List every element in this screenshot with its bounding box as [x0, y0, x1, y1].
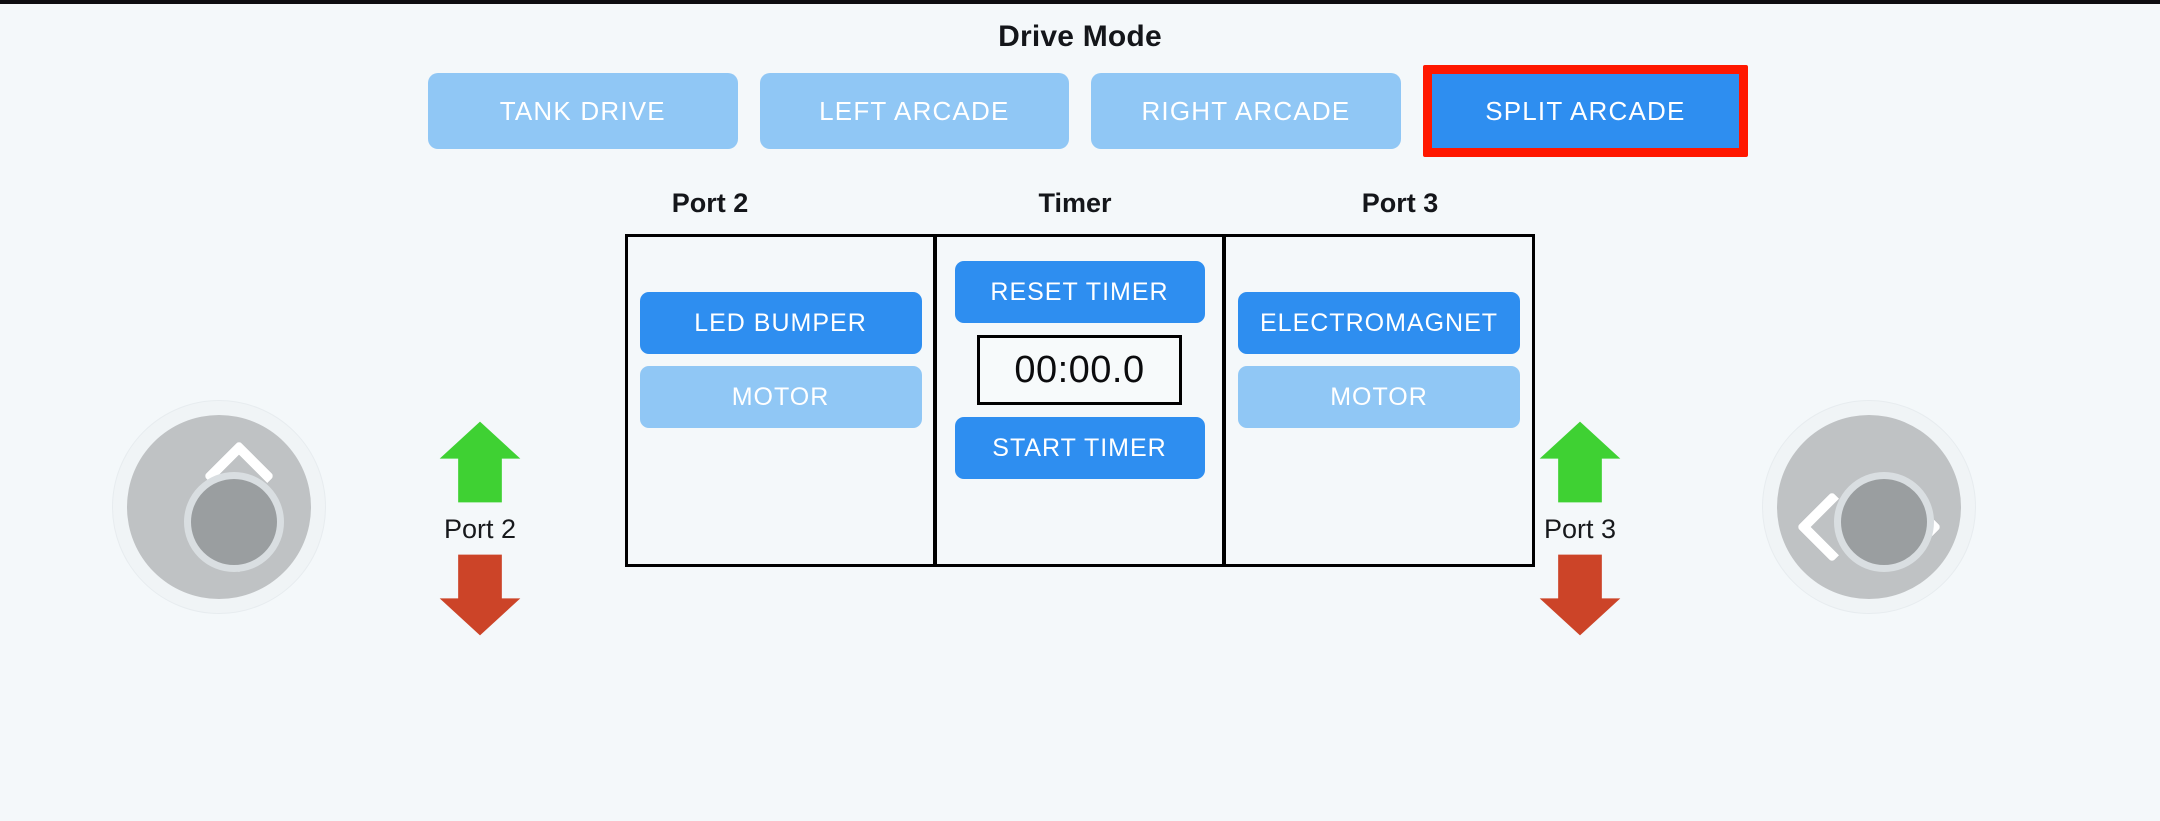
reset-timer-button[interactable]: RESET TIMER: [954, 261, 1205, 323]
arrow-up-icon[interactable]: [1538, 420, 1622, 504]
column-label-port2: Port 2: [671, 188, 749, 218]
drive-mode-tank-drive-button[interactable]: TANK DRIVE: [428, 73, 738, 149]
arrow-up-icon[interactable]: [438, 420, 522, 504]
vertical-joystick[interactable]: [112, 400, 326, 614]
port3-arrow-label: Port 3: [1543, 514, 1617, 544]
panel-column-port2: LED BUMPER MOTOR: [625, 234, 935, 567]
column-label-port3: Port 3: [1361, 188, 1439, 218]
port2-arrow-indicators: Port 2: [400, 420, 560, 637]
column-label-timer: Timer: [1038, 188, 1112, 218]
port3-motor-button[interactable]: MOTOR: [1238, 366, 1520, 428]
drive-mode-button-group: TANK DRIVE LEFT ARCADE RIGHT ARCADE SPLI…: [428, 65, 1748, 157]
panel-column-port3: ELECTROMAGNET MOTOR: [1224, 234, 1535, 567]
top-edge-strip: [0, 0, 2160, 4]
port2-motor-button[interactable]: MOTOR: [639, 366, 922, 428]
panel-column-timer: RESET TIMER 00:00.0 START TIMER: [935, 234, 1224, 567]
start-timer-button[interactable]: START TIMER: [954, 417, 1205, 479]
port3-arrow-indicators: Port 3: [1500, 420, 1660, 637]
drive-mode-split-arcade-label: SPLIT ARCADE: [1431, 74, 1739, 148]
joystick-pad[interactable]: [127, 415, 311, 599]
joystick-pad[interactable]: [1777, 415, 1961, 599]
joystick-knob[interactable]: [1834, 472, 1934, 572]
electromagnet-button[interactable]: ELECTROMAGNET: [1238, 292, 1520, 354]
device-control-panel: LED BUMPER MOTOR RESET TIMER 00:00.0 STA…: [625, 234, 1535, 567]
drive-mode-right-arcade-button[interactable]: RIGHT ARCADE: [1091, 73, 1401, 149]
drive-mode-left-arcade-button[interactable]: LEFT ARCADE: [759, 73, 1070, 149]
arrow-down-icon[interactable]: [1538, 553, 1622, 637]
port2-arrow-label: Port 2: [443, 514, 517, 544]
timer-display: 00:00.0: [977, 335, 1182, 405]
page-title: Drive Mode: [998, 20, 1162, 53]
joystick-knob[interactable]: [184, 472, 284, 572]
led-bumper-button[interactable]: LED BUMPER: [639, 292, 922, 354]
horizontal-joystick[interactable]: [1762, 400, 1976, 614]
drive-mode-split-arcade-button[interactable]: SPLIT ARCADE: [1422, 65, 1748, 157]
arrow-down-icon[interactable]: [438, 553, 522, 637]
